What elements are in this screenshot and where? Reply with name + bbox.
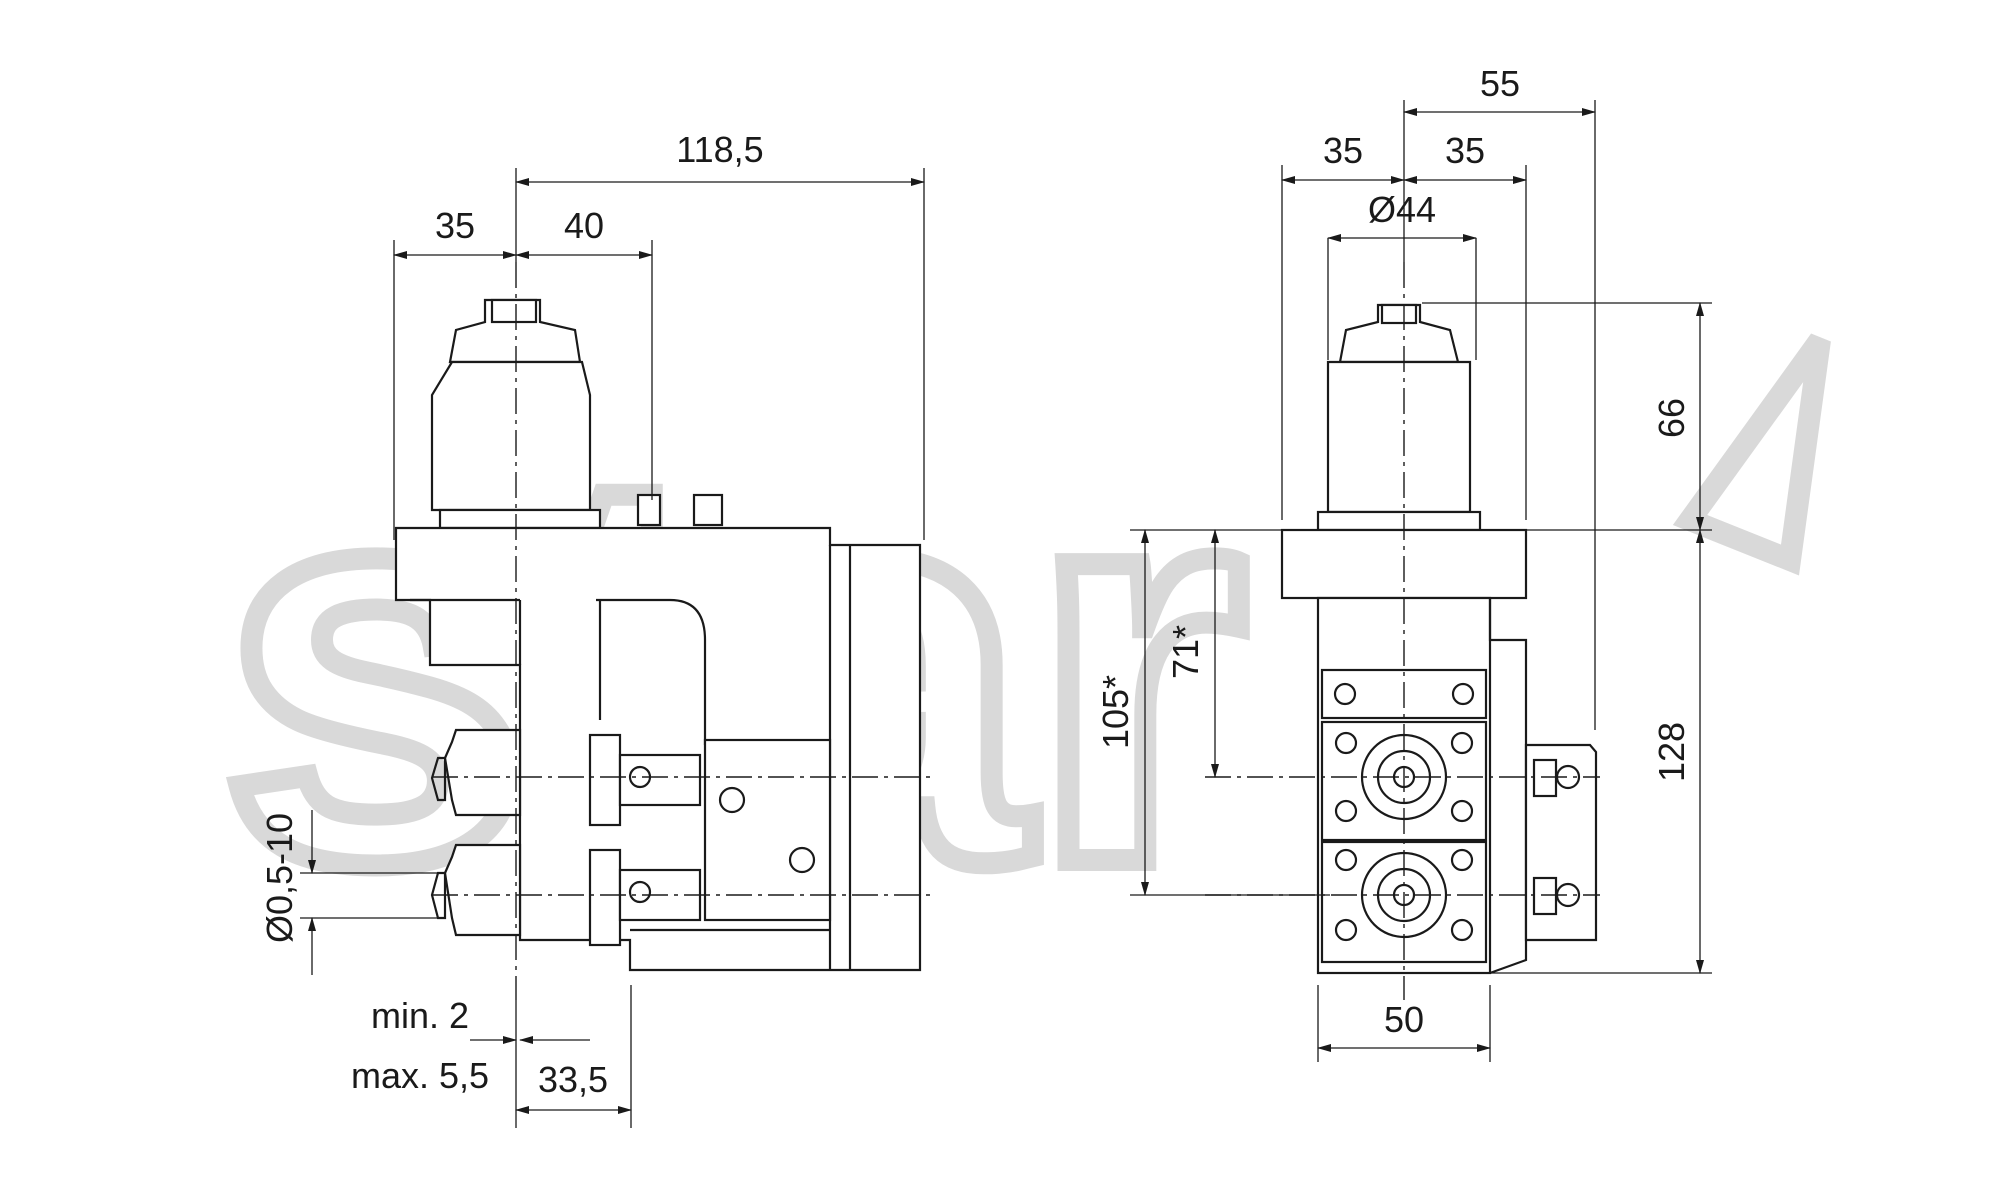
front-dim-label-71: 71* xyxy=(1165,625,1206,679)
front-upper-screw-2 xyxy=(1450,731,1474,755)
upper-tool-tip xyxy=(430,756,447,802)
front-body-step xyxy=(1488,598,1528,975)
collet-nut-cap xyxy=(490,298,538,324)
front-screw-top-right xyxy=(1451,682,1475,706)
upper-drive xyxy=(618,753,702,807)
upper-spindle-body xyxy=(588,733,622,827)
spindle-housing xyxy=(430,360,592,512)
front-dim-label-d44: Ø44 xyxy=(1368,189,1436,230)
upper-collet xyxy=(443,728,522,817)
fitting-2 xyxy=(692,493,724,527)
front-view: 55 35 35 Ø44 66 128 105* 71* 50 xyxy=(1095,63,1712,1062)
front-dim-label-35-right: 35 xyxy=(1445,130,1485,171)
front-dim-label-105: 105* xyxy=(1095,675,1136,749)
screw-2 xyxy=(788,846,816,874)
front-upper-screw-1 xyxy=(1334,731,1358,755)
watermark-star-icon xyxy=(1672,333,1831,576)
front-spindle-collar xyxy=(1316,510,1482,532)
front-screw-top-left xyxy=(1333,682,1357,706)
lower-tool-tip xyxy=(430,871,447,920)
front-dim-label-66: 66 xyxy=(1651,398,1692,438)
lower-collet xyxy=(443,843,522,937)
lower-drive-screw xyxy=(628,880,652,904)
front-spindle-housing xyxy=(1326,360,1472,514)
front-dim-label-55: 55 xyxy=(1480,63,1520,104)
dim-label-35-side: 35 xyxy=(435,205,475,246)
housing-internal-curve xyxy=(596,598,707,745)
screw-1 xyxy=(718,786,746,814)
lower-spindle-body xyxy=(588,848,622,947)
front-bracket-fitting-1 xyxy=(1532,758,1558,798)
cartridge-block xyxy=(703,738,832,922)
front-dim-label-50: 50 xyxy=(1384,999,1424,1040)
dim-label-33-5: 33,5 xyxy=(538,1059,608,1100)
dim-label-40-side: 40 xyxy=(564,205,604,246)
fitting-1 xyxy=(636,493,662,527)
front-upper-screw-4 xyxy=(1450,799,1474,823)
front-collet-cap xyxy=(1380,303,1418,325)
side-view: 118,5 35 40 Ø0,5-10 min. 2 max. 5,5 33,5 xyxy=(259,129,930,1128)
front-dim-label-35-left: 35 xyxy=(1323,130,1363,171)
spindle-collar xyxy=(438,508,602,530)
dim-label-118-5: 118,5 xyxy=(676,129,763,170)
front-lower-screw-4 xyxy=(1450,918,1474,942)
front-lower-screw-1 xyxy=(1334,848,1358,872)
front-lower-screw-2 xyxy=(1450,848,1474,872)
front-bracket-fitting-2 xyxy=(1532,876,1558,916)
dim-label-max: max. 5,5 xyxy=(351,1055,489,1096)
housing-step xyxy=(410,598,522,665)
front-lower-screw-3 xyxy=(1334,918,1358,942)
front-upper-screw-3 xyxy=(1334,799,1358,823)
dim-label-collet-range: Ø0,5-10 xyxy=(259,813,300,943)
front-dim-label-128: 128 xyxy=(1651,722,1692,782)
dim-label-min: min. 2 xyxy=(371,995,469,1036)
